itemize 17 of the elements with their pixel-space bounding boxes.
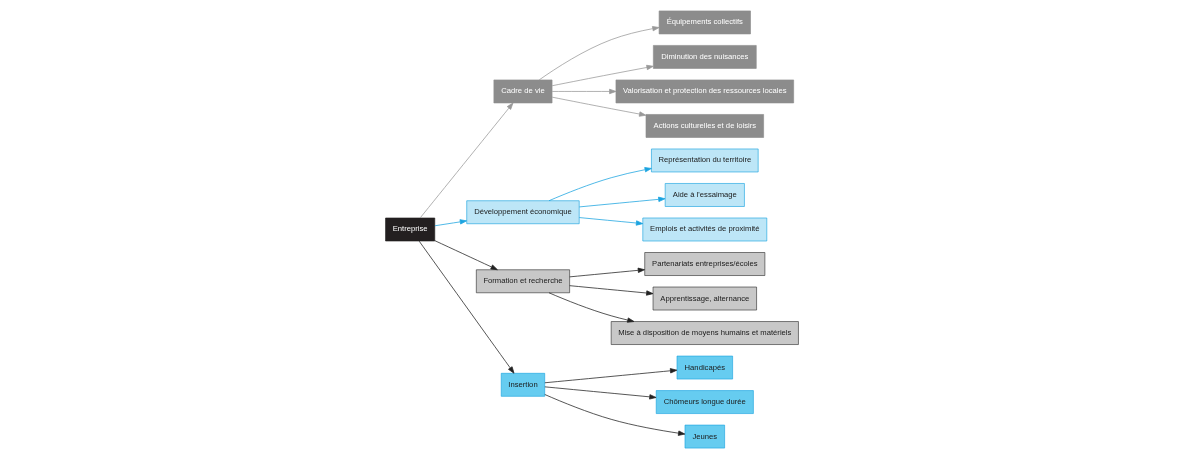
arrow (434, 219, 467, 227)
arrow (544, 394, 686, 436)
arrow (419, 102, 514, 219)
arrow (551, 64, 654, 87)
arrow (418, 240, 515, 374)
arrow (544, 368, 678, 384)
arrow (569, 285, 654, 296)
arrow (548, 292, 635, 323)
arrow (538, 26, 660, 81)
arrow (551, 88, 617, 95)
arrow (544, 386, 657, 400)
arrow (434, 240, 498, 271)
arrow (551, 96, 647, 117)
arrow (578, 196, 666, 208)
arrow (578, 217, 644, 226)
arrow (548, 167, 652, 202)
arrow (569, 267, 645, 278)
